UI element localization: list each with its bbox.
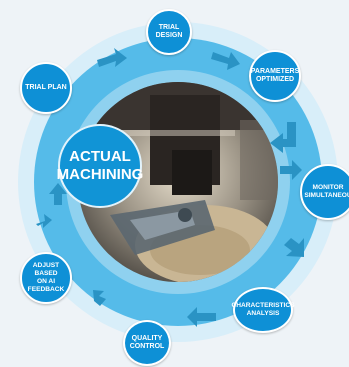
cycle-arrows [36,48,304,327]
step-characteristics-analysis: CHARACTERISTICS ANALYSIS [231,287,295,333]
arrow-up-left-icon [93,290,106,306]
step-adjust-based-on-ai-feedback: ADJUST BASED ON AI FEEDBACK [20,252,72,304]
step-label: TRIAL PLAN [25,84,67,91]
step-trial-design: TRIAL DESIGN [146,9,192,55]
actual-machining-label: ACTUAL MACHINING [56,148,144,183]
step-monitor-simultaneously: MONITOR SIMULTANEOU [300,164,349,220]
actual-machining-bubble: ACTUAL MACHINING [56,124,144,208]
arrow-down-icon [284,238,304,257]
step-label: ADJUST BASED ON AI FEEDBACK [27,262,65,293]
arrow-right-icon [211,52,240,70]
step-label: QUALITY CONTROL [129,335,165,350]
arrow-up-icon [49,183,67,205]
arrow-right-icon [280,160,302,180]
step-label: PARAMETERS OPTIMIZED [250,68,300,83]
arrow-right-icon [97,48,127,67]
step-quality-control: QUALITY CONTROL [123,320,171,366]
step-parameters-optimized: PARAMETERS OPTIMIZED [249,50,301,102]
arrow-left-icon [187,307,216,327]
step-trial-plan: TRIAL PLAN [20,62,72,114]
arrow-down-left-icon [270,122,296,153]
step-label: MONITOR SIMULTANEOU [304,184,349,199]
step-label: CHARACTERISTICS ANALYSIS [231,302,295,317]
step-label: TRIAL DESIGN [155,24,183,39]
arrow-up-right-icon [36,214,52,228]
